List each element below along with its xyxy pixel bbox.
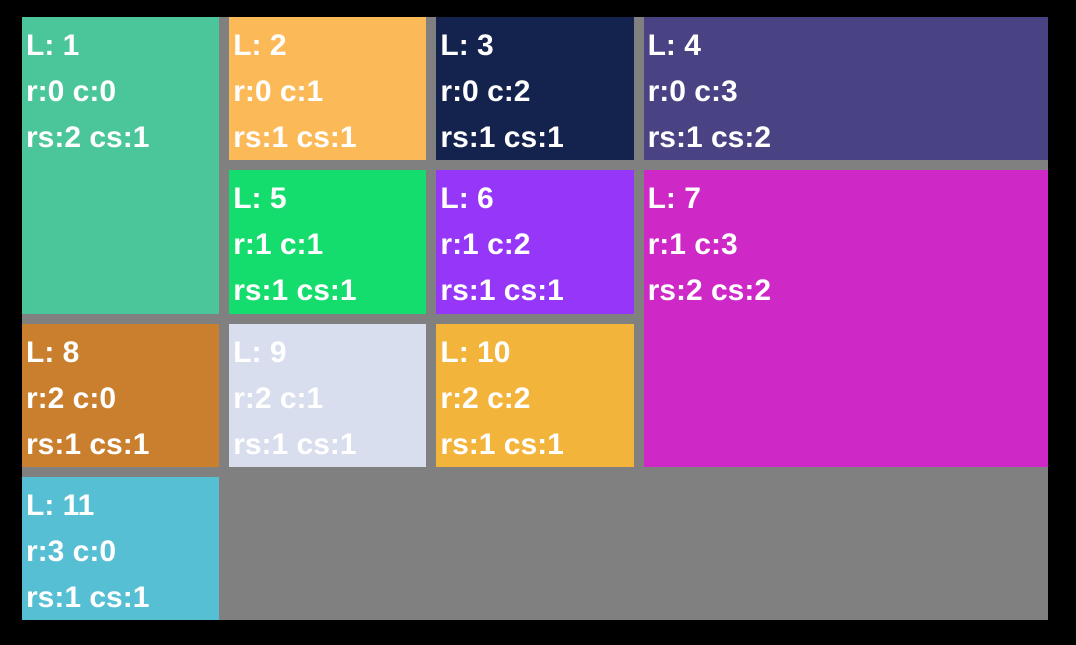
grid-cell-5: L: 5 r:1 c:1 rs:1 cs:1 <box>229 170 427 314</box>
cell-position: r:2 c:0 <box>26 381 117 415</box>
cell-span: rs:2 cs:2 <box>647 274 772 308</box>
cell-position: r:3 c:0 <box>26 534 117 568</box>
cell-span: rs:1 cs:1 <box>233 427 357 461</box>
cell-label: L: 1 <box>26 29 80 62</box>
cell-position: r:0 c:1 <box>233 75 324 108</box>
grid-cell-11: L: 11 r:3 c:0 rs:1 cs:1 <box>22 476 220 620</box>
grid-cell-6: L: 6 r:1 c:2 rs:1 cs:1 <box>436 170 634 314</box>
grid-cell-2: L: 2 r:0 c:1 rs:1 cs:1 <box>229 17 427 161</box>
cell-label: L: 9 <box>233 335 287 369</box>
cell-label: L: 4 <box>647 29 701 62</box>
cell-label: L: 5 <box>233 182 287 216</box>
grid-cell-10: L: 10 r:2 c:2 rs:1 cs:1 <box>436 323 634 467</box>
cell-label: L: 7 <box>647 182 701 216</box>
cell-span: rs:1 cs:1 <box>233 121 357 154</box>
cell-label: L: 10 <box>440 335 511 369</box>
cell-label: L: 11 <box>26 488 95 522</box>
cell-position: r:0 c:3 <box>647 75 738 108</box>
grid-cell-8: L: 8 r:2 c:0 rs:1 cs:1 <box>22 323 220 467</box>
cell-span: rs:1 cs:1 <box>26 580 150 614</box>
cell-span: rs:1 cs:1 <box>440 427 564 461</box>
cell-span: rs:2 cs:1 <box>26 121 150 154</box>
cell-position: r:0 c:0 <box>26 75 117 108</box>
cell-label: L: 6 <box>440 182 494 216</box>
grid-container: L: 1 r:0 c:0 rs:2 cs:1 L: 2 r:0 c:1 rs:1 cs:1… <box>22 17 1048 620</box>
cell-position: r:1 c:2 <box>440 228 531 262</box>
cell-position: r:1 c:1 <box>233 228 324 262</box>
grid-cell-9: L: 9 r:2 c:1 rs:1 cs:1 <box>229 323 427 467</box>
cell-span: rs:1 cs:1 <box>233 274 357 308</box>
cell-position: r:0 c:2 <box>440 75 531 108</box>
cell-span: rs:1 cs:1 <box>26 427 150 461</box>
cell-position: r:2 c:2 <box>440 381 531 415</box>
cell-label: L: 2 <box>233 29 287 62</box>
cell-span: rs:1 cs:2 <box>647 121 772 154</box>
cell-label: L: 3 <box>440 29 494 62</box>
cell-position: r:2 c:1 <box>233 381 324 415</box>
grid-cell-4: L: 4 r:0 c:3 rs:1 cs:2 <box>643 17 1048 161</box>
cell-label: L: 8 <box>26 335 80 369</box>
cell-span: rs:1 cs:1 <box>440 121 564 154</box>
grid-cell-3: L: 3 r:0 c:2 rs:1 cs:1 <box>436 17 634 161</box>
cell-span: rs:1 cs:1 <box>440 274 564 308</box>
grid-cell-1: L: 1 r:0 c:0 rs:2 cs:1 <box>22 17 220 314</box>
cell-position: r:1 c:3 <box>647 228 738 262</box>
grid-cell-7: L: 7 r:1 c:3 rs:2 cs:2 <box>643 170 1048 467</box>
